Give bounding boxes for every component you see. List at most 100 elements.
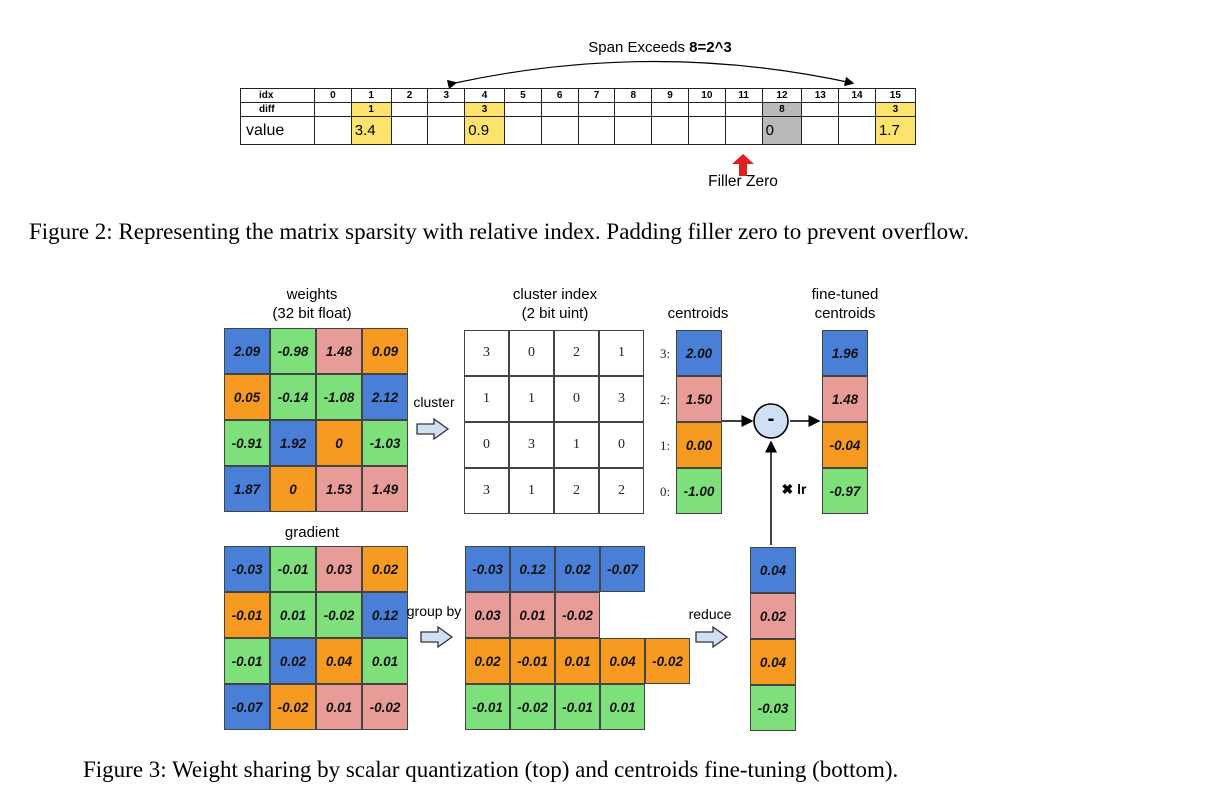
weight-cell: 0: [270, 466, 316, 512]
group-by-arrow-icon: [420, 626, 454, 648]
centroid-cell: 0.00: [676, 422, 722, 468]
reduced-gradient-cell: 0.04: [750, 547, 796, 593]
value-cell: 0.9: [464, 116, 505, 145]
cluster-index-cell: 3: [464, 468, 509, 514]
idx-cell: 7: [577, 88, 616, 103]
cluster-index-cell: 3: [509, 422, 554, 468]
idx-cell: 12: [761, 88, 803, 103]
cluster-index-cell: 2: [554, 330, 599, 376]
grouped-gradient-cell: -0.01: [555, 684, 600, 730]
gradient-cell: -0.01: [270, 546, 316, 592]
cluster-index-cell: 3: [599, 376, 644, 422]
weight-cell: -1.08: [316, 374, 362, 420]
gradient-cell: -0.03: [224, 546, 270, 592]
centroid-index-label: 3:: [660, 346, 671, 361]
diff-cell: [838, 102, 876, 117]
finetuned-centroid-cell: -0.04: [822, 422, 868, 468]
diff-cell: [540, 102, 579, 117]
value-cell: [540, 116, 579, 145]
weight-cell: -1.03: [362, 420, 408, 466]
reduced-gradient-cell: 0.04: [750, 639, 796, 685]
value-cell: 3.4: [350, 116, 392, 145]
weight-cell: 2.09: [224, 328, 270, 374]
cluster-index-cell: 2: [599, 468, 644, 514]
value-cell: [577, 116, 616, 145]
cluster-index-cell: 1: [554, 422, 599, 468]
value-cell: 1.7: [874, 116, 916, 145]
weight-cell: 0.05: [224, 374, 270, 420]
idx-cell: 14: [838, 88, 876, 103]
gradient-cell: -0.02: [316, 592, 362, 638]
cluster-label: cluster: [413, 394, 455, 410]
diff-cell: [314, 102, 352, 117]
gradient-cell: 0.03: [316, 546, 362, 592]
idx-cell: 11: [724, 88, 763, 103]
span-label: Span Exceeds 8=2^3: [588, 39, 732, 56]
idx-cell: 8: [614, 88, 653, 103]
value-cell: [390, 116, 429, 145]
value-row-label: value: [240, 116, 315, 145]
idx-cell: 2: [390, 88, 429, 103]
gradient-cell: 0.02: [362, 546, 408, 592]
diff-cell: [687, 102, 726, 117]
grouped-gradient-cell: -0.01: [465, 684, 510, 730]
grouped-gradient-cell: 0.01: [600, 684, 645, 730]
value-cell: [687, 116, 726, 145]
grouped-gradient-cell: 0.01: [510, 592, 555, 638]
weight-cell: 2.12: [362, 374, 408, 420]
value-cell: 0: [761, 116, 803, 145]
finetuned-centroid-cell: 1.48: [822, 376, 868, 422]
cluster-index-cell: 3: [464, 330, 509, 376]
gradient-cell: -0.02: [270, 684, 316, 730]
weight-cell: 0: [316, 420, 362, 466]
diff-cell: [427, 102, 466, 117]
gradient-cell: -0.07: [224, 684, 270, 730]
gradient-title: gradient: [284, 524, 340, 541]
cluster-index-cell: 0: [599, 422, 644, 468]
diff-cell: 3: [874, 102, 916, 117]
centroids-title: centroids: [667, 305, 729, 322]
grouped-gradient-cell: 0.02: [465, 638, 510, 684]
diff-cell: 1: [350, 102, 392, 117]
group-by-label: group by: [406, 603, 462, 619]
reduce-arrow-icon: [695, 626, 729, 648]
gradient-cell: 0.01: [316, 684, 362, 730]
cluster-index-cell: 1: [464, 376, 509, 422]
idx-cell: 0: [314, 88, 352, 103]
idx-cell: 5: [503, 88, 542, 103]
grouped-gradient-cell: -0.02: [555, 592, 600, 638]
diff-cell: [577, 102, 616, 117]
diff-cell: 3: [464, 102, 505, 117]
weight-cell: -0.98: [270, 328, 316, 374]
value-cell: [651, 116, 689, 145]
grouped-gradient-cell: 0.03: [465, 592, 510, 638]
finetuned-title: fine-tuned centroids: [811, 286, 879, 322]
grouped-gradient-cell: -0.03: [465, 546, 510, 592]
centroid-index-label: 2:: [660, 392, 671, 407]
weight-cell: 1.49: [362, 466, 408, 512]
finetuned-centroid-cell: 1.96: [822, 330, 868, 376]
cluster-index-cell: 0: [464, 422, 509, 468]
grouped-gradient-cell: 0.12: [510, 546, 555, 592]
cluster-index-cell: 1: [509, 376, 554, 422]
centroid-cell: 1.50: [676, 376, 722, 422]
value-cell: [503, 116, 542, 145]
gradient-cell: -0.01: [224, 592, 270, 638]
grouped-gradient-cell: -0.02: [510, 684, 555, 730]
filler-zero-label: Filler Zero: [708, 173, 778, 190]
finetuned-centroid-cell: -0.97: [822, 468, 868, 514]
diff-cell: [503, 102, 542, 117]
weight-cell: 0.09: [362, 328, 408, 374]
idx-cell: 6: [540, 88, 579, 103]
cluster-arrow-icon: [416, 418, 450, 440]
idx-cell: 4: [464, 88, 505, 103]
value-cell: [724, 116, 763, 145]
